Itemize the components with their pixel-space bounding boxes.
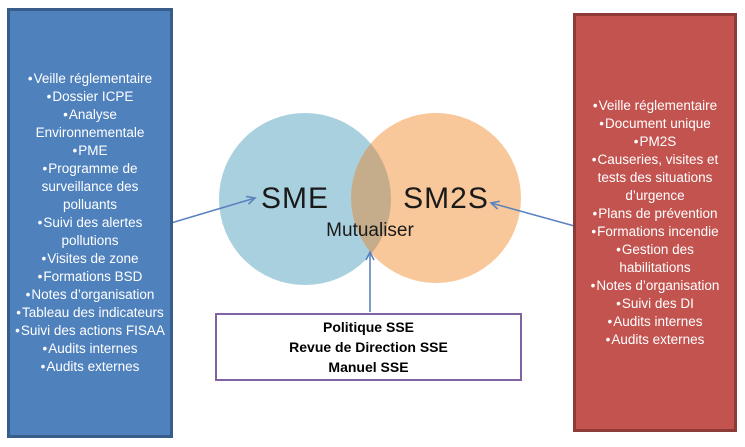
sm2s-circle <box>351 113 521 283</box>
list-item: Notes d’organisation <box>580 277 730 295</box>
list-item: Audits externes <box>14 358 166 376</box>
list-item: Revue de Direction SSE <box>289 339 448 355</box>
list-item: Tableau des indicateurs <box>14 304 166 322</box>
list-item: Manuel SSE <box>328 359 409 375</box>
sm2s-circle-label: SM2S <box>403 182 489 215</box>
list-item: Audits externes <box>580 331 730 349</box>
list-item: Suivi des DI <box>580 295 730 313</box>
list-item: Audits internes <box>580 313 730 331</box>
list-item: Gestion des habilitations <box>580 241 730 277</box>
list-item: Analyse Environnementale <box>14 106 166 142</box>
sm2s-items-panel: Veille réglementaireDocument uniquePM2SC… <box>573 13 737 432</box>
sme-circle-label: SME <box>260 182 330 215</box>
list-item: Causeries, visites et tests des situatio… <box>580 151 730 205</box>
sme-circle <box>219 113 391 285</box>
list-item: Politique SSE <box>322 319 414 335</box>
list-item: Programme de surveillance des polluants <box>14 160 166 214</box>
list-item: Suivi des alertes pollutions <box>14 214 166 250</box>
list-item: Dossier ICPE <box>14 88 166 106</box>
list-item: Plans de prévention <box>580 205 730 223</box>
list-item: PM2S <box>580 133 730 151</box>
list-item: Visites de zone <box>14 250 166 268</box>
list-item: Audits internes <box>14 340 166 358</box>
arrow-right-panel-to-sm2s <box>489 200 579 228</box>
list-item: Formations incendie <box>580 223 730 241</box>
list-item: Veille réglementaire <box>580 97 730 115</box>
shared-sse-documents-box: Politique SSE Revue de Direction SSE Manue… <box>215 313 522 381</box>
list-item: PME <box>14 142 166 160</box>
list-item: Document unique <box>580 115 730 133</box>
list-item: Suivi des actions FISAA <box>14 322 166 340</box>
list-item: Veille réglementaire <box>14 70 166 88</box>
overlap-label: Mutualiser <box>326 220 414 241</box>
list-item: Notes d’organisation <box>14 286 166 304</box>
sme-items-panel: Veille réglementaireDossier ICPEAnalyse … <box>7 8 173 438</box>
arrow-left-panel-to-sme <box>170 195 257 224</box>
list-item: Formations BSD <box>14 268 166 286</box>
